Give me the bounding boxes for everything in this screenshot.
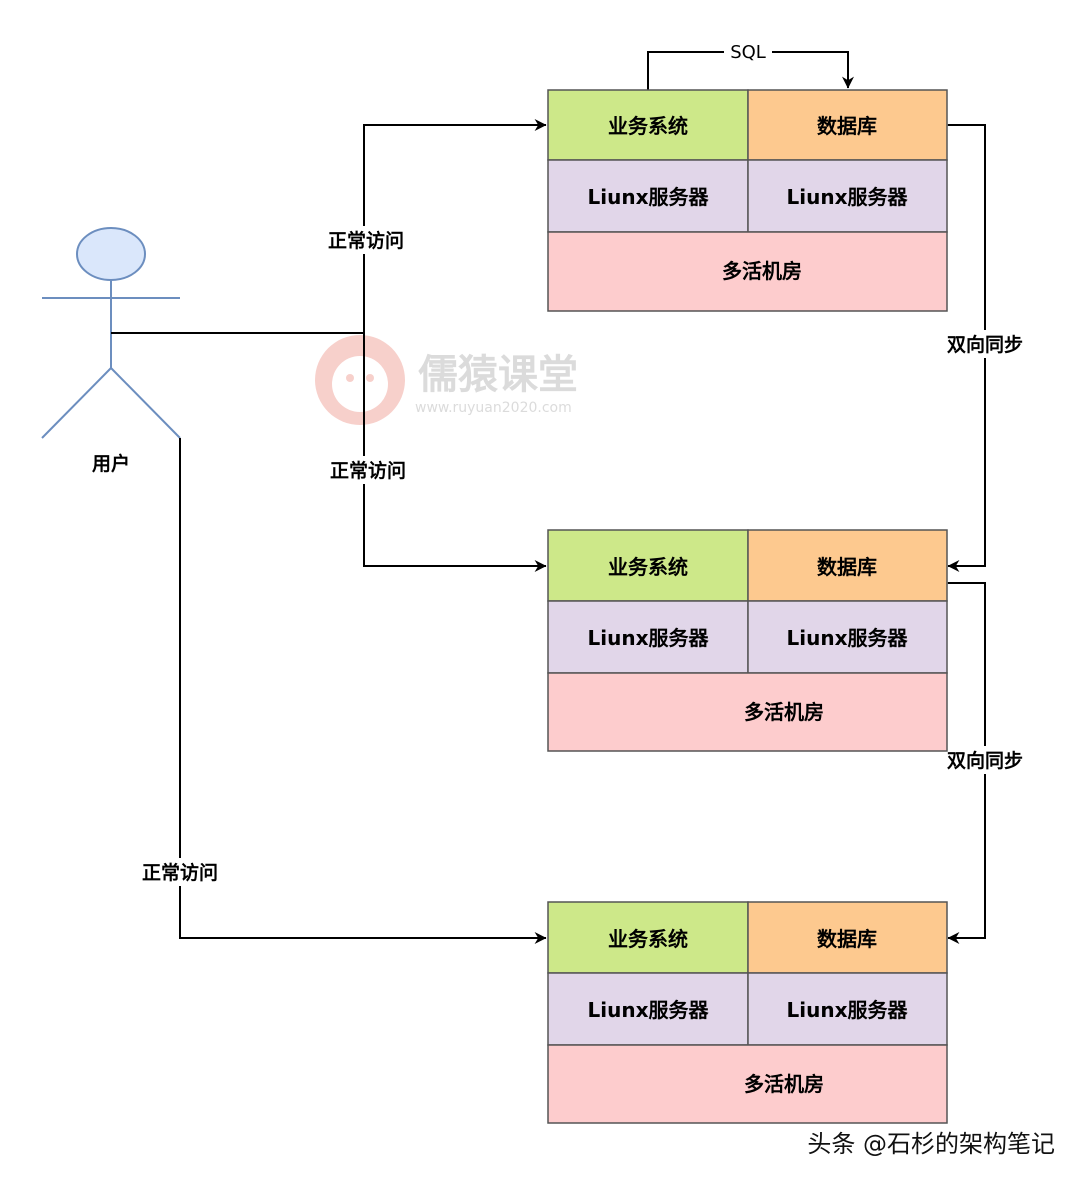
access-edges	[111, 119, 547, 944]
access-label-2: 正常访问	[330, 459, 406, 482]
app-system-box	[547, 901, 749, 974]
database-box	[747, 529, 948, 602]
datacenter-3: 业务系统 数据库 Liunx服务器 Liunx服务器 多活机房	[547, 901, 948, 1124]
datacenter-2: 业务系统 数据库 Liunx服务器 Liunx服务器 多活机房	[547, 529, 948, 752]
access-label-3: 正常访问	[142, 861, 218, 884]
room-box	[547, 231, 948, 312]
sync-label-1-bg	[940, 330, 1030, 358]
access-label-2-bg	[324, 456, 412, 484]
server-left-label: Liunx服务器	[588, 185, 710, 209]
user-leg-left	[41, 367, 112, 439]
server-right-label: Liunx服务器	[787, 626, 909, 650]
database-label: 数据库	[817, 927, 877, 951]
user-head-icon	[76, 227, 146, 281]
room-box	[547, 672, 948, 752]
sync-label-1: 双向同步	[947, 333, 1023, 356]
app-system-label: 业务系统	[608, 927, 688, 951]
server-right-label: Liunx服务器	[787, 185, 909, 209]
watermark-logo-eye-left	[346, 374, 354, 382]
app-system-box	[547, 89, 749, 161]
access-edge-3	[179, 438, 547, 944]
server-left-box	[547, 600, 749, 674]
sql-label-bg	[724, 40, 772, 64]
watermark: 儒猿课堂 www.ruyuan2020.com	[315, 335, 578, 425]
watermark-logo-eye-right	[366, 374, 374, 382]
app-system-label: 业务系统	[608, 555, 688, 579]
access-edge-1	[363, 119, 547, 333]
server-left-label: Liunx服务器	[588, 998, 710, 1022]
user-label: 用户	[92, 452, 130, 475]
sql-label: SQL	[730, 42, 766, 63]
user-leg-right	[110, 367, 181, 439]
datacenter-1: 业务系统 数据库 Liunx服务器 Liunx服务器 多活机房	[547, 89, 948, 312]
database-box	[747, 901, 948, 974]
footer-credit: 头条 @石杉的架构笔记	[807, 1130, 1055, 1158]
sync-label-2-bg	[940, 746, 1030, 774]
access-label-1-bg	[322, 226, 410, 254]
sync-edges	[936, 119, 986, 944]
watermark-name: 儒猿课堂	[418, 352, 578, 398]
server-right-box	[747, 600, 948, 674]
watermark-logo-icon	[315, 335, 405, 425]
server-right-box	[747, 972, 948, 1046]
room-box	[547, 1044, 948, 1124]
database-label: 数据库	[817, 114, 877, 138]
watermark-url: www.ruyuan2020.com	[415, 400, 572, 416]
access-label-1: 正常访问	[328, 229, 404, 252]
database-box	[747, 89, 948, 161]
user-actor: 用户	[41, 227, 181, 475]
room-label: 多活机房	[722, 259, 802, 283]
server-left-label: Liunx服务器	[588, 626, 710, 650]
room-label: 多活机房	[744, 1072, 824, 1096]
database-label: 数据库	[817, 555, 877, 579]
room-label: 多活机房	[744, 700, 824, 724]
access-edge-2	[363, 333, 547, 572]
app-system-box	[547, 529, 749, 602]
app-system-label: 业务系统	[608, 114, 688, 138]
access-label-3-bg	[136, 858, 224, 886]
server-right-label: Liunx服务器	[787, 998, 909, 1022]
sync-label-2: 双向同步	[947, 749, 1023, 772]
watermark-logo-inner	[332, 356, 388, 412]
